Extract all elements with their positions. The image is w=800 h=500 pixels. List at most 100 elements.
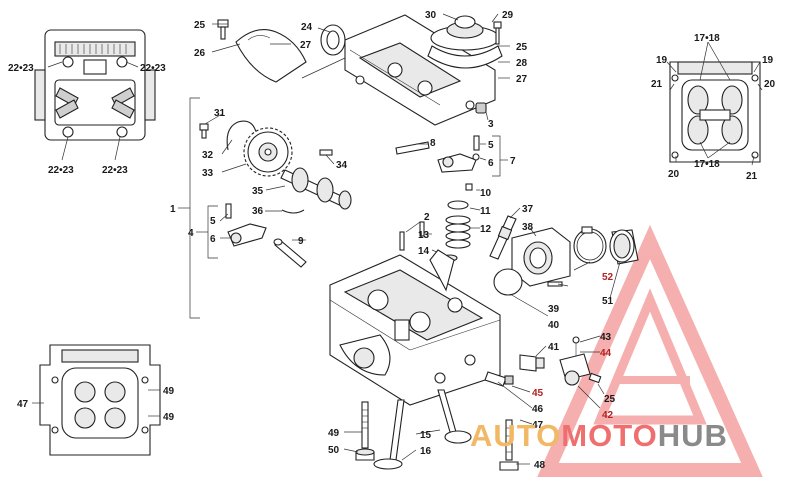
callout-21-left: 21: [651, 79, 663, 90]
valve-15: [437, 389, 472, 444]
bolt-39: [547, 281, 563, 287]
callout-13: 13: [418, 230, 430, 241]
callout-11: 11: [480, 206, 491, 217]
callout-25-mid: 25: [516, 42, 528, 53]
clamp-52: [573, 226, 607, 264]
callout-52: 52: [602, 272, 614, 283]
callout-51: 51: [602, 296, 614, 307]
callout-27-left: 27: [300, 40, 312, 51]
callout-19-left: 19: [656, 55, 668, 66]
callout-46: 46: [532, 404, 544, 415]
head-top-view-left: [34, 29, 156, 141]
callout-27-right: 27: [516, 74, 528, 85]
o-ring-40: [493, 268, 523, 296]
callout-29: 29: [502, 10, 514, 21]
spring-36: [281, 209, 305, 214]
callout-36: 36: [252, 206, 264, 217]
camshaft-35: [280, 167, 352, 210]
plug-3: [475, 102, 487, 114]
stud-48: [499, 419, 519, 471]
head-top-view-right: [669, 61, 761, 163]
callout-48: 48: [534, 460, 546, 471]
rocker-shaft-9: [273, 238, 307, 268]
seal-ring-24: [320, 24, 346, 56]
watermark-part-hub: HUB: [657, 418, 728, 453]
callout-24: 24: [301, 22, 313, 33]
callout-37: 37: [522, 204, 534, 215]
bolt-25-lower: [588, 372, 602, 384]
callout-35: 35: [252, 186, 264, 197]
intake-boot-51: [609, 229, 639, 265]
watermark-part-moto: MOTO: [561, 418, 658, 453]
callout-38: 38: [522, 222, 534, 233]
watermark-part-auto: AUTO: [470, 418, 562, 453]
clip-32: [226, 120, 257, 151]
sensor-41: [519, 354, 545, 372]
callout-10: 10: [480, 188, 492, 199]
cylinder-head-upper: [344, 14, 496, 126]
bolt-29: [493, 21, 502, 45]
callout-14: 14: [418, 246, 430, 257]
callout-9: 9: [298, 236, 304, 247]
callout-45: 45: [532, 388, 544, 399]
callout-44: 44: [600, 348, 612, 359]
cover-cap-26: [235, 29, 307, 83]
head-bottom-view-left: [39, 344, 161, 456]
callout-7: 7: [510, 156, 516, 167]
callout-47-left: 47: [17, 399, 29, 410]
callout-50: 50: [328, 445, 340, 456]
valve-spring-stack: [399, 183, 473, 262]
callout-25-top: 25: [194, 20, 206, 31]
callout-20-bottom: 20: [668, 169, 680, 180]
nut-50: [355, 448, 375, 461]
callout-43: 43: [600, 332, 612, 343]
callout-22-23-bottom-right: 22•23: [102, 165, 128, 176]
callout-22-23-bottom-left: 22•23: [48, 165, 74, 176]
callout-30: 30: [425, 10, 437, 21]
watermark-text: AUTOMOTOHUB: [470, 418, 728, 454]
callout-26: 26: [194, 48, 206, 59]
valve-cover-28-30: [427, 15, 503, 69]
callout-47-right: 47: [532, 420, 544, 431]
callout-32: 32: [202, 150, 214, 161]
callout-42: 42: [602, 410, 614, 421]
callout-15: 15: [420, 430, 432, 441]
pin-34: [319, 149, 333, 156]
callout-2: 2: [424, 212, 430, 223]
callout-49-lower: 49: [163, 412, 175, 423]
callout-6-lower: 6: [210, 234, 216, 245]
callout-17-18-bottom: 17•18: [694, 159, 720, 170]
callout-39: 39: [548, 304, 560, 315]
callout-12: 12: [480, 224, 492, 235]
callout-31: 31: [214, 108, 226, 119]
callout-40: 40: [548, 320, 560, 331]
rocker-arm-upper: [437, 135, 480, 173]
callout-16: 16: [420, 446, 432, 457]
valve-16: [373, 399, 405, 470]
spark-plug-37: [489, 215, 517, 260]
callout-33: 33: [202, 168, 214, 179]
callout-4: 4: [188, 228, 194, 239]
solenoid-42: [559, 336, 591, 386]
callout-49-bottom: 49: [328, 428, 340, 439]
callout-28: 28: [516, 58, 528, 69]
callout-21-bottom: 21: [746, 171, 758, 182]
callout-22-23-top-left: 22•23: [8, 63, 34, 74]
bolt-25-top: [217, 19, 229, 40]
callout-5-upper: 5: [488, 140, 494, 151]
bolt-31: [199, 123, 209, 139]
intake-manifold-38: [511, 227, 571, 287]
triangle-a-icon: [537, 224, 763, 477]
callout-41: 41: [548, 342, 560, 353]
callout-49-upper: 49: [163, 386, 175, 397]
callout-5-lower: 5: [210, 216, 216, 227]
stud-49: [361, 401, 369, 449]
callout-25-lower: 25: [604, 394, 616, 405]
callout-19-right: 19: [762, 55, 774, 66]
callout-3: 3: [488, 119, 494, 130]
callout-20-right: 20: [764, 79, 776, 90]
callout-1: 1: [170, 204, 176, 215]
cam-gear-33: [243, 127, 293, 177]
callout-17-18-top: 17•18: [694, 33, 720, 44]
